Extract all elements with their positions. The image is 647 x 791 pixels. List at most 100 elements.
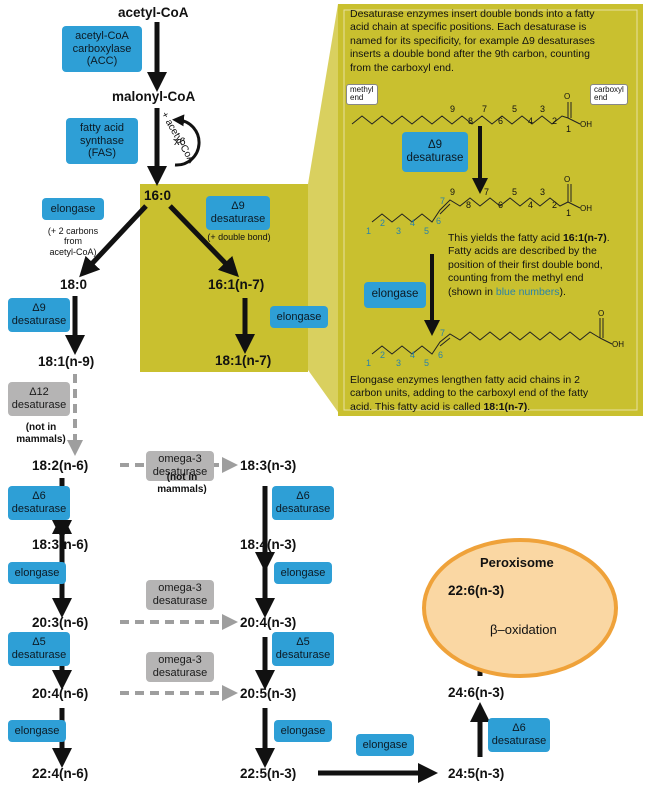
desaturase-label: desaturase	[491, 735, 547, 747]
carbon-number: 4	[528, 116, 534, 126]
metabolite-20-3-n6: 20:3(n-6)	[32, 615, 89, 630]
info-paragraph-naming: This yields the fatty acid 16:1(n-7). Fa…	[448, 232, 640, 299]
carbon-number: 5	[512, 187, 518, 197]
d9-label: Δ9	[32, 302, 46, 315]
info-p2-prefix: This yields the fatty acid	[448, 232, 563, 244]
structure-16-0	[351, 102, 581, 125]
info-p3-bold: 18:1(n-7)	[483, 400, 528, 413]
info-p1-line: inserts a double bond after the 9th carb…	[350, 48, 590, 61]
desaturase-label: desaturase	[210, 213, 266, 225]
metabolite-malonyl-coa: malonyl-CoA	[112, 89, 196, 104]
structure-16-1	[371, 184, 581, 223]
info-p1-line: named for its specificity, for example Δ…	[350, 34, 595, 47]
arrow-16-0-to-16-1	[168, 204, 239, 278]
peroxisome-title: Peroxisome	[480, 555, 554, 570]
desaturase-label: desaturase	[406, 152, 464, 164]
carbon-number: 3	[540, 187, 546, 197]
enzyme-acc-line2: carboxylase	[72, 42, 132, 55]
desaturase-label: desaturase	[152, 466, 208, 478]
enzyme-elongase-16-18: elongase	[42, 198, 104, 220]
oh-label-top: OH	[580, 120, 592, 129]
metabolite-18-3-n6: 18:3(n-6)	[32, 537, 89, 552]
enzyme-fas-line3: (FAS)	[87, 147, 117, 160]
d5-label: Δ5	[296, 636, 310, 649]
info-p3-last-prefix: acid. This fatty acid is called	[350, 400, 484, 413]
d9-label: Δ9	[427, 138, 443, 151]
omega3-label: omega-3	[158, 582, 202, 595]
info-panel-inner	[343, 9, 638, 411]
info-p2-suffix: .	[606, 232, 610, 244]
oh-label-bot: OH	[612, 340, 624, 349]
enzyme-elongase-n6-2: elongase	[8, 720, 66, 742]
desaturase-label: desaturase	[11, 315, 67, 327]
carboxyl-end-line2: end	[594, 93, 608, 103]
omega3-label: omega-3	[158, 654, 202, 667]
omega-number: 5	[424, 226, 430, 236]
omega-number: 5	[424, 358, 430, 368]
desaturase-label: desaturase	[152, 667, 208, 679]
methyl-end-line1: methyl	[350, 85, 374, 94]
omega-number: 1	[366, 226, 372, 236]
desaturase-label: desaturase	[275, 649, 331, 661]
enzyme-elongase-n3-2: elongase	[274, 720, 332, 742]
info-paragraph-elongase: Elongase enzymes lengthen fatty acid cha…	[350, 374, 640, 414]
d12-label: Δ12	[29, 386, 49, 399]
note-plus-2-line2: from	[64, 236, 82, 247]
info-p2-bold: 16:1(n-7)	[562, 232, 607, 244]
carbon-number: 2	[552, 200, 558, 210]
metabolite-24-6-n3: 24:6(n-3)	[448, 685, 505, 700]
info-p2-line: Fatty acids are described by the	[448, 245, 597, 258]
info-paragraph-desaturase: Desaturase enzymes insert double bonds i…	[350, 8, 640, 75]
carbon-number: 8	[468, 116, 474, 126]
metabolite-18-3-n3: 18:3(n-3)	[240, 458, 297, 473]
enzyme-elongase-22-24: elongase	[356, 734, 414, 756]
carbon-number: 2	[552, 116, 558, 126]
carbon-number: 9	[450, 104, 456, 114]
metabolite-18-1-n7: 18:1(n-7)	[215, 353, 272, 368]
enzyme-fas-line2: synthase	[79, 134, 125, 147]
peroxisome	[422, 538, 618, 678]
d6-label: Δ6	[32, 490, 46, 503]
info-p2-last-prefix: (shown in	[448, 285, 496, 298]
desaturase-label: desaturase	[275, 503, 331, 515]
not-in-line1: (not in	[25, 422, 57, 433]
note-not-in-mammals-1: (not in mammals)	[12, 422, 70, 445]
info-p1-line: Desaturase enzymes insert double bonds i…	[350, 8, 595, 20]
not-in-line2: mammals)	[16, 433, 66, 445]
info-p1-line: from the carboxyl end.	[350, 61, 454, 74]
omega-number: 2	[380, 350, 386, 360]
fas-cycle-arc	[172, 114, 201, 167]
info-p2-last-suffix: ).	[559, 285, 566, 298]
info-p2-blue-numbers: blue numbers	[495, 285, 560, 298]
omega-number: 1	[366, 358, 372, 368]
carbon-number: 5	[512, 104, 518, 114]
methyl-end-line2: end	[350, 93, 364, 103]
metabolite-18-1-n9: 18:1(n-9)	[38, 354, 95, 369]
omega-number: 7	[440, 196, 446, 206]
info-enzyme-elongase: elongase	[364, 282, 426, 308]
note-plus-2-line3: acetyl-CoA)	[49, 246, 97, 257]
info-p3-last-suffix: .	[527, 400, 531, 413]
carbon-number: 6	[498, 116, 504, 126]
carbon-number: 1	[566, 208, 572, 218]
note-not-in-mammals-2: (not in mammals)	[150, 472, 214, 495]
beta-oxidation-label: β–oxidation	[490, 622, 557, 637]
x6-label: x6	[174, 136, 186, 148]
d6-label: Δ6	[512, 722, 526, 735]
carbon-number: 7	[484, 187, 490, 197]
info-p3-line: carbon units, adding to the carboxyl end…	[350, 387, 589, 400]
metabolite-22-5-n3: 22:5(n-3)	[240, 766, 297, 781]
info-p1-line: acid chain at specific positions. Each d…	[350, 21, 587, 34]
note-plus-double-bond: (+ double bond)	[207, 232, 271, 242]
